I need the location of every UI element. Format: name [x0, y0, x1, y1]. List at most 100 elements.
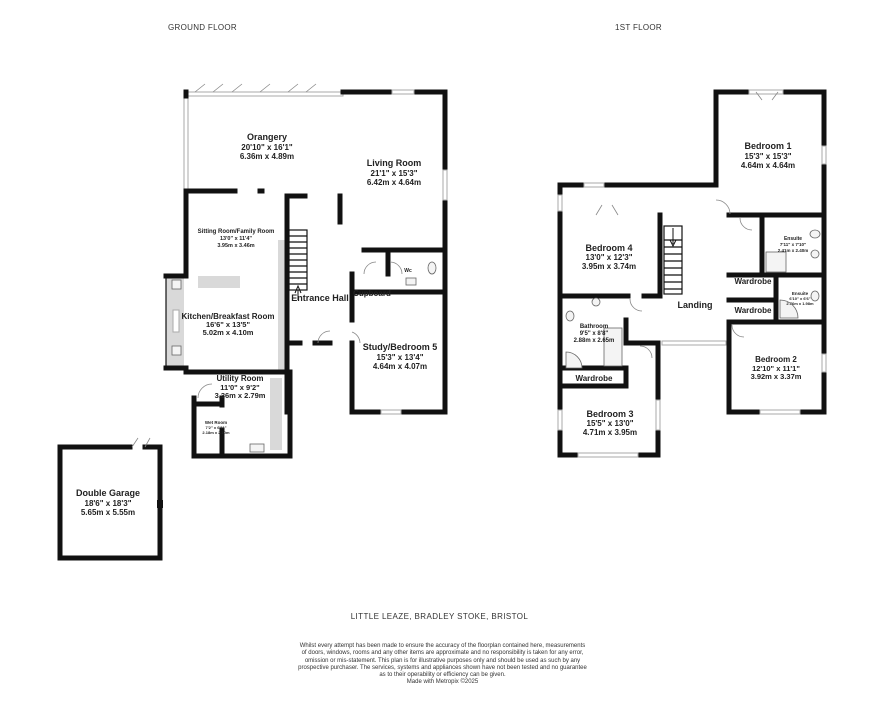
bedroom3-name: Bedroom 3: [586, 409, 633, 419]
utility-dim-imperial: 11'0" x 9'2": [220, 383, 260, 392]
disclaimer: Whilst every attempt has been made to en…: [280, 643, 605, 687]
room-labels: Orangery 20'10" x 16'1" 6.36m x 4.89m Li…: [76, 132, 814, 517]
kitchen-appliance-1: [171, 279, 182, 290]
bed3-south-window: [577, 452, 639, 458]
bedroom3-dim-imperial: 15'5" x 13'0": [587, 419, 634, 428]
ensuite1-toilet: [809, 229, 821, 239]
bathroom-door: [629, 298, 643, 312]
bed4-north-window: [583, 182, 605, 188]
study-south-window: [380, 409, 402, 415]
bath-tub: [603, 327, 623, 367]
garage-plan: [57, 437, 163, 561]
wardrobe-a-door: [739, 217, 753, 231]
living-room-name: Living Room: [367, 158, 422, 168]
first-floor-plan: [557, 89, 827, 458]
utility-counter: [270, 378, 282, 450]
garage-side-door: [131, 437, 151, 448]
ff-wall-wardrobe-c: [557, 365, 629, 389]
disclaimer-line: of doors, windows, rooms and any other i…: [301, 650, 584, 657]
bedroom4-dim-imperial: 13'0" x 12'3": [586, 253, 633, 262]
sitting-room-name: Sitting Room/Family Room: [198, 229, 275, 235]
wall-wetroom: [191, 395, 225, 459]
wardrobe-b-name: Wardrobe: [734, 306, 772, 315]
ground-staircase: [288, 229, 308, 300]
wet-room-dim-metric: 2.18m x 2.10m: [202, 430, 230, 435]
landing-name: Landing: [678, 300, 713, 310]
wc-basin: [405, 277, 417, 286]
bedroom2-dim-imperial: 12'10" x 11'1": [752, 364, 800, 373]
bed1-east-window: [821, 145, 827, 165]
orangery-dim-metric: 6.36m x 4.89m: [240, 152, 294, 161]
ground-floor-label: GROUND FLOOR: [168, 23, 237, 32]
kitchen-counter-right: [278, 240, 286, 370]
bathroom-basin: [591, 297, 601, 307]
living-room-dim-metric: 6.42m x 4.64m: [367, 178, 421, 187]
ensuite2-toilet: [810, 290, 820, 302]
disclaimer-line: omission or mis-statement. This plan is …: [304, 657, 581, 664]
bedroom1-dim-metric: 4.64m x 4.64m: [741, 161, 795, 170]
study-door: [351, 331, 361, 344]
utility-name: Utility Room: [216, 374, 263, 383]
bathroom-toilet: [565, 310, 575, 322]
bedroom4-dim-metric: 3.95m x 3.74m: [582, 262, 636, 271]
disclaimer-line: as to their operability or efficiency ca…: [379, 672, 506, 679]
outer-wall-west: [163, 188, 201, 375]
bed2-door: [731, 324, 745, 338]
ff-outer-east: [713, 89, 827, 415]
first-floor-label: 1ST FLOOR: [615, 23, 663, 32]
study-name: Study/Bedroom 5: [363, 342, 438, 352]
wc-door: [389, 261, 403, 275]
ff-wall-wardrobes: [726, 272, 779, 325]
landing-window: [661, 340, 727, 346]
sitting-room-dim-metric: 3.95m x 3.46m: [217, 243, 254, 249]
wc-toilet: [427, 261, 437, 275]
front-door: [317, 330, 331, 344]
kitchen-name: Kitchen/Breakfast Room: [182, 312, 275, 321]
bed3-west-window: [557, 409, 563, 431]
bathroom-shower: [565, 351, 583, 369]
ensuite1-shower: [765, 251, 787, 273]
ensuite2-name: Ensuite: [792, 291, 809, 296]
bifold-door-marks: [194, 83, 317, 93]
bathroom-name: Bathroom: [580, 324, 608, 330]
study-dim-imperial: 15'3" x 13'4": [377, 353, 424, 362]
wet-room-dim-imperial: 7'2" x 6'11": [205, 425, 226, 430]
living-north-window: [391, 89, 415, 95]
sitting-room-dim-imperial: 13'0" x 11'4": [220, 236, 252, 242]
bedroom1-name: Bedroom 1: [744, 141, 791, 151]
garage-name: Double Garage: [76, 488, 140, 498]
bedroom1-dim-imperial: 15'3" x 15'3": [745, 152, 792, 161]
bed1-juliet-doors: [755, 91, 779, 101]
wall-utility-outer: [191, 369, 293, 459]
living-east-window: [442, 169, 448, 201]
kitchen-sink: [172, 309, 180, 333]
bed1-north-window: [748, 89, 784, 95]
bed4-west-window: [557, 194, 563, 212]
ensuite2-shower: [779, 299, 799, 319]
orangery-name: Orangery: [247, 132, 287, 142]
wardrobe-a-name: Wardrobe: [734, 277, 772, 286]
cupboard-door: [363, 261, 377, 275]
bed2-east-window: [821, 353, 827, 373]
living-room-dim-imperial: 21'1" x 15'3": [371, 169, 418, 178]
disclaimer-credit: Made with Metropix ©2025: [406, 679, 479, 686]
ensuite1-name: Ensuite: [784, 236, 802, 242]
utility-door: [197, 383, 213, 399]
ensuite2-dim-metric: 2.76m x 1.98m: [786, 301, 814, 306]
kitchen-dim-metric: 5.02m x 4.10m: [203, 328, 254, 337]
utility-dim-metric: 3.36m x 2.79m: [215, 391, 266, 400]
kitchen-dim-imperial: 16'6" x 13'5": [206, 320, 250, 329]
wet-room-name: Wet Room: [205, 420, 227, 425]
ensuite1-basin: [810, 249, 820, 259]
study-dim-metric: 4.64m x 4.07m: [373, 362, 427, 371]
garage-walls: [57, 444, 163, 561]
bed3-door: [639, 345, 653, 359]
entrance-hall-name: Entrance Hall: [291, 293, 349, 303]
bathroom-dim-imperial: 9'5" x 8'8": [580, 331, 609, 337]
wardrobe-c-name: Wardrobe: [575, 374, 613, 383]
kitchen-counter-top: [198, 276, 240, 288]
ff-wall-bathroom-east: [623, 317, 661, 346]
kitchen-appliance-2: [171, 345, 182, 356]
disclaimer-line: Whilst every attempt has been made to en…: [299, 643, 586, 649]
